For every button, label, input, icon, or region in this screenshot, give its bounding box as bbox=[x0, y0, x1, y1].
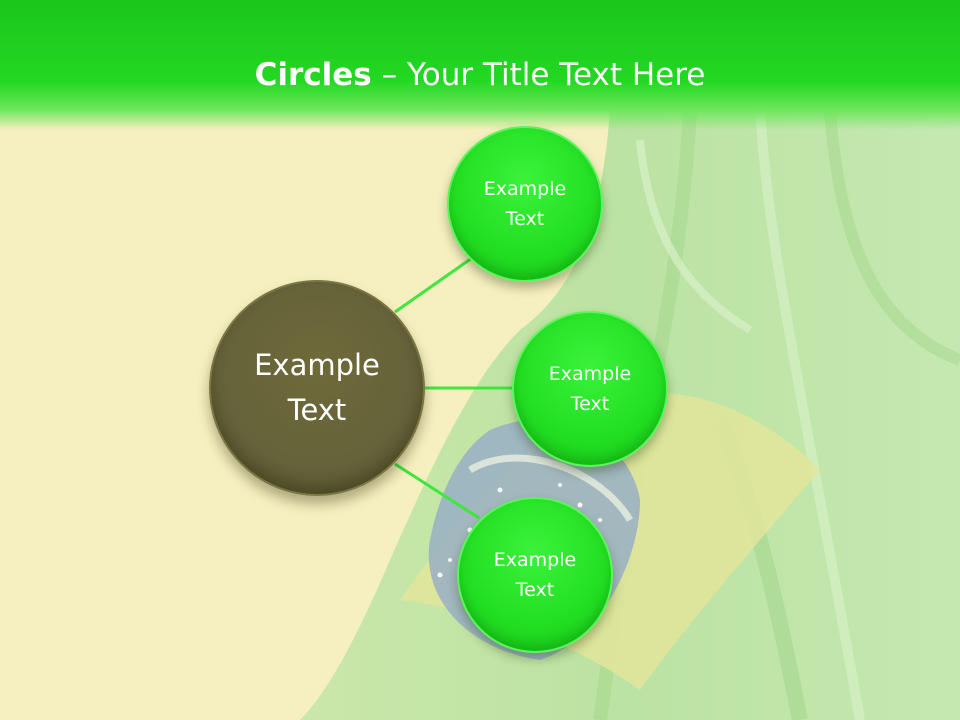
node-3-line2: Text bbox=[515, 579, 555, 601]
title-rest: – Your Title Text Here bbox=[371, 57, 706, 93]
center-circle: Example Text bbox=[209, 280, 425, 496]
node-circle-1-text: Example Text bbox=[484, 174, 566, 234]
node-circle-3: Example Text bbox=[457, 497, 613, 653]
slide-title: Circles – Your Title Text Here bbox=[0, 52, 960, 98]
connector-line-1 bbox=[394, 256, 473, 314]
center-circle-line2: Text bbox=[287, 393, 347, 427]
title-bold: Circles bbox=[254, 57, 372, 93]
node-circle-1: Example Text bbox=[447, 126, 603, 282]
node-circle-2: Example Text bbox=[512, 311, 668, 467]
node-3-line1: Example bbox=[493, 549, 577, 571]
connector-line-3 bbox=[394, 462, 480, 520]
node-circle-2-text: Example Text bbox=[549, 359, 631, 419]
node-circle-3-text: Example Text bbox=[494, 545, 576, 605]
node-2-line2: Text bbox=[570, 393, 610, 415]
title-bar bbox=[0, 0, 960, 130]
center-circle-text: Example Text bbox=[254, 343, 380, 433]
node-2-line1: Example bbox=[548, 363, 632, 385]
node-1-line2: Text bbox=[505, 208, 545, 230]
node-1-line1: Example bbox=[483, 178, 567, 200]
center-circle-line1: Example bbox=[254, 348, 380, 382]
